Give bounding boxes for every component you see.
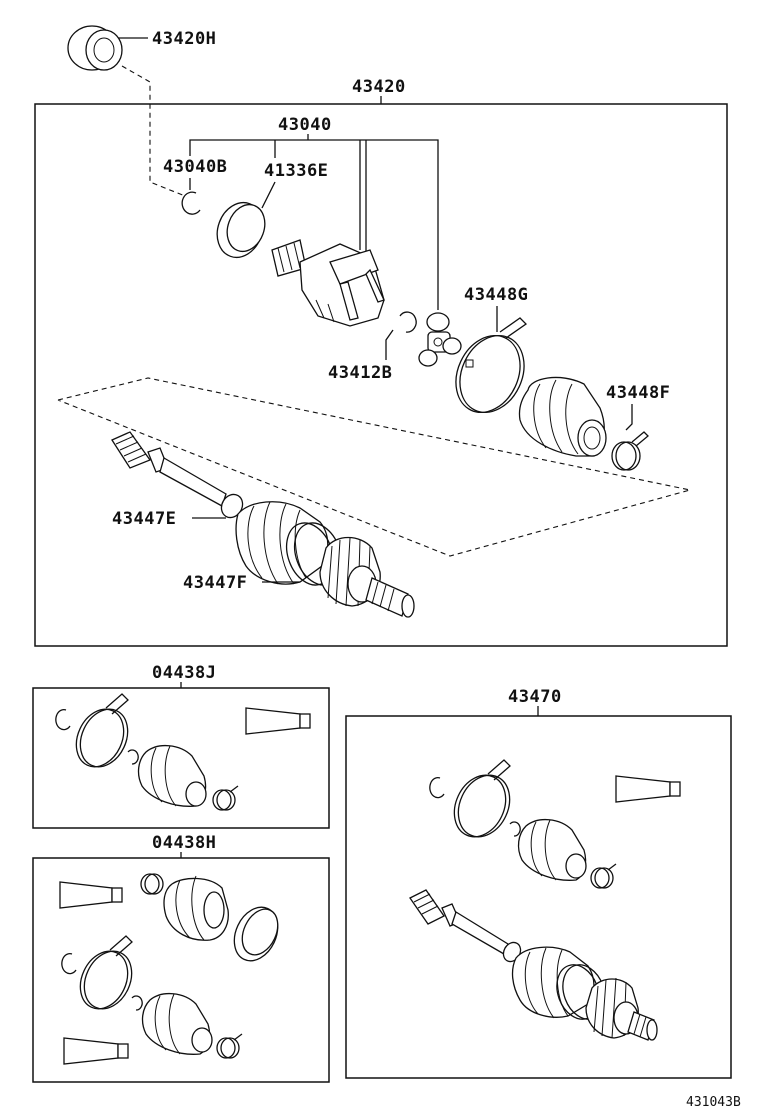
label-43470: 43470 — [508, 687, 562, 707]
box-43420 — [34, 103, 728, 647]
kit-04438H-parts[interactable] — [59, 873, 286, 1065]
part-43448F-small-clamp[interactable] — [611, 431, 649, 471]
box-04438H — [32, 857, 330, 1083]
label-43412B: 43412B — [328, 363, 392, 383]
part-41336E-ring[interactable] — [210, 196, 271, 264]
part-43412B-snap-ring[interactable] — [399, 311, 417, 333]
leader-41336E — [261, 181, 276, 209]
label-43448G: 43448G — [464, 285, 528, 305]
label-43447F: 43447F — [183, 573, 247, 593]
label-43420: 43420 — [352, 77, 406, 97]
diagram-id: 431043B — [686, 1095, 741, 1110]
box-04438J — [32, 687, 330, 829]
label-43040B: 43040B — [163, 157, 227, 177]
part-outboard-joint[interactable] — [319, 536, 415, 618]
kit-04438J-parts[interactable] — [55, 693, 311, 811]
label-43448F: 43448F — [606, 383, 670, 403]
part-axle-shaft[interactable] — [111, 431, 247, 521]
dash-43420H — [121, 65, 186, 197]
part-outboard-boot[interactable] — [235, 501, 329, 585]
label-04438J: 04438J — [152, 663, 216, 683]
part-inboard-boot[interactable] — [518, 376, 607, 457]
leader-43412B — [385, 329, 394, 360]
part-tripod-spider[interactable] — [418, 312, 462, 367]
part-inboard-joint-housing[interactable] — [271, 239, 385, 327]
label-43420H: 43420H — [152, 29, 216, 49]
dash-shaft-subassembly — [57, 377, 691, 557]
label-41336E: 41336E — [264, 161, 328, 181]
label-43447E: 43447E — [112, 509, 176, 529]
part-43420H-seal[interactable] — [67, 25, 123, 71]
bracket-43040 — [189, 139, 439, 310]
leader-43448F — [625, 404, 633, 431]
label-04438H: 04438H — [152, 833, 216, 853]
box-43470 — [345, 715, 732, 1079]
part-43040B-snap-ring[interactable] — [181, 191, 201, 215]
label-43040: 43040 — [278, 115, 332, 135]
kit-43470-parts[interactable] — [409, 759, 681, 1041]
part-43448G-boot-clamp[interactable] — [444, 317, 536, 423]
